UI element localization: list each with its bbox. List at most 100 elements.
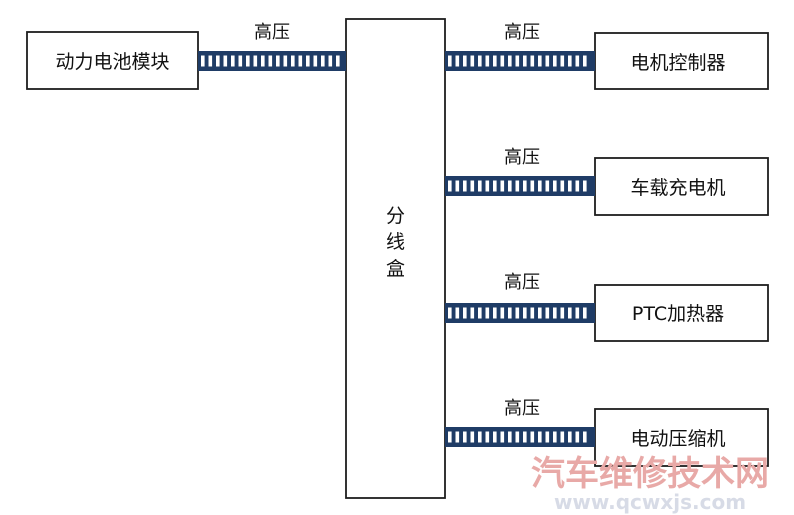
cable-segment — [568, 55, 572, 67]
cable-segment — [493, 307, 497, 319]
connection-label-3: 高压 — [504, 147, 540, 168]
source-box — [26, 31, 199, 90]
cable-segment — [553, 180, 557, 192]
watermark-url: www.qcwxjs.com — [554, 490, 746, 514]
target-box-3 — [594, 284, 769, 342]
cable-segment — [545, 55, 550, 67]
cable-segment — [485, 180, 490, 192]
cable-segment — [455, 431, 460, 443]
hub-label-char-2: 线 — [386, 231, 405, 253]
cable-segment — [560, 55, 565, 67]
cable-segment — [291, 55, 295, 67]
cable-segment — [455, 55, 460, 67]
hub-label-char-1: 分 — [386, 205, 405, 227]
cable-segment — [463, 55, 467, 67]
target-label-1: 电机控制器 — [630, 52, 725, 74]
cable-segment — [493, 431, 497, 443]
cable-segment — [478, 431, 482, 443]
cable-segment — [321, 55, 325, 67]
cable-segment — [560, 307, 565, 319]
cable-segment — [508, 180, 512, 192]
cable-hub-target-4 — [445, 427, 595, 447]
cable-segment — [545, 307, 550, 319]
cable-segment — [575, 180, 580, 192]
cable-segment — [298, 55, 303, 67]
cable-hub-target-3 — [445, 303, 595, 323]
cable-segment — [455, 307, 460, 319]
cable-segment — [545, 180, 550, 192]
cable-segment — [515, 55, 520, 67]
cable-hub-target-1 — [445, 51, 595, 71]
cable-segment — [463, 431, 467, 443]
cable-body — [445, 303, 595, 323]
cable-segment — [231, 55, 235, 67]
cable-segment — [568, 431, 572, 443]
hub-node: 分 线 盒 — [345, 18, 446, 499]
cable-segment — [470, 431, 475, 443]
cable-segment — [575, 307, 580, 319]
cable-segment — [448, 180, 452, 192]
cable-segment — [493, 180, 497, 192]
connection-label-4: 高压 — [504, 272, 540, 293]
cable-source-hub — [198, 51, 346, 71]
target-label-3: PTC加热器 — [632, 303, 724, 325]
cable-segment — [448, 307, 452, 319]
cable-segment — [553, 431, 557, 443]
cable-segment — [455, 180, 460, 192]
connection-label-1: 高压 — [254, 22, 290, 43]
cable-segment — [508, 431, 512, 443]
cable-segment — [448, 55, 452, 67]
cable-segment — [470, 55, 475, 67]
cable-segment — [508, 307, 512, 319]
cable-body — [445, 51, 595, 71]
cable-segment — [530, 431, 535, 443]
watermark-title: 汽车维修技术网 — [531, 454, 769, 494]
cable-segment — [560, 180, 565, 192]
cable-segment — [470, 307, 475, 319]
cable-segment — [515, 180, 520, 192]
cable-segment — [508, 55, 512, 67]
cable-segment — [523, 180, 527, 192]
target-node-3: PTC加热器 — [594, 284, 769, 342]
hub-label-char-3: 盒 — [386, 258, 405, 280]
cable-segment — [553, 307, 557, 319]
cable-body — [445, 427, 595, 447]
target-label-4: 电动压缩机 — [630, 428, 725, 450]
cable-segment — [478, 55, 482, 67]
hub-box — [345, 18, 446, 499]
cable-segment — [515, 431, 520, 443]
cable-segment — [238, 55, 243, 67]
cable-segment — [553, 55, 557, 67]
cable-segment — [246, 55, 250, 67]
target-node-2: 车载充电机 — [594, 157, 769, 216]
cable-segment — [583, 431, 587, 443]
cable-segment — [538, 307, 542, 319]
cable-segment — [448, 431, 452, 443]
cable-segment — [478, 180, 482, 192]
cable-segment — [523, 55, 527, 67]
cable-body — [445, 176, 595, 196]
cable-segment — [538, 180, 542, 192]
cable-segment — [500, 431, 505, 443]
cable-segment — [306, 55, 310, 67]
cable-segment — [208, 55, 213, 67]
cable-segment — [583, 307, 587, 319]
cable-segment — [583, 55, 587, 67]
cable-segment — [500, 307, 505, 319]
cable-segment — [575, 431, 580, 443]
cable-segment — [568, 307, 572, 319]
connection-label-2: 高压 — [504, 22, 540, 43]
cable-segment — [201, 55, 205, 67]
cable-segment — [253, 55, 258, 67]
target-box-1 — [594, 32, 769, 90]
cable-segment — [470, 180, 475, 192]
cable-segment — [313, 55, 318, 67]
cable-segment — [568, 180, 572, 192]
source-label: 动力电池模块 — [55, 51, 169, 73]
cable-segment — [538, 431, 542, 443]
cable-segment — [463, 180, 467, 192]
cable-segment — [463, 307, 467, 319]
cable-segment — [575, 55, 580, 67]
cable-hub-target-2 — [445, 176, 595, 196]
cable-segment — [485, 431, 490, 443]
